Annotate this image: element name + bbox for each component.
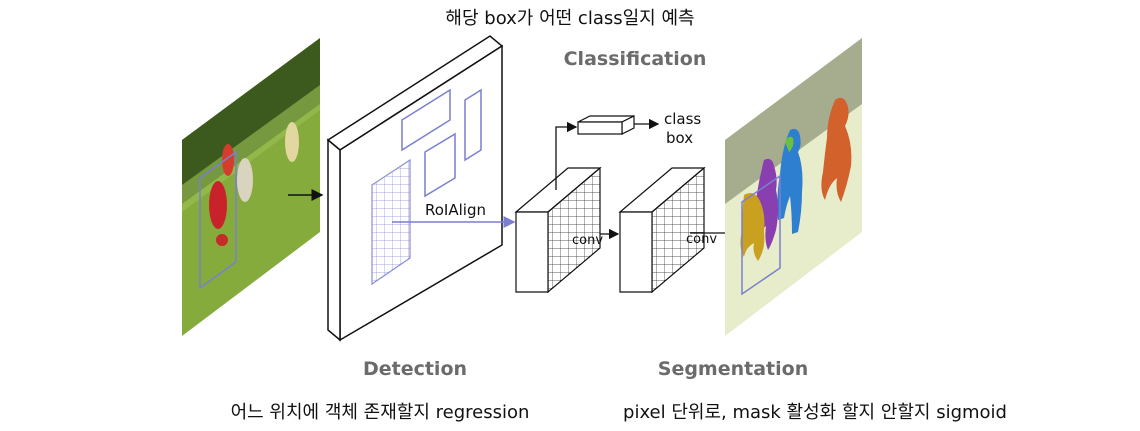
classification-title: Classification <box>563 48 707 70</box>
conv-label-1: conv <box>572 233 603 248</box>
class-label: class <box>664 110 701 128</box>
branch-to-head <box>555 121 578 190</box>
detection-feature-map <box>326 35 504 342</box>
proposal-box <box>401 88 451 152</box>
segmentation-title: Segmentation <box>657 358 809 380</box>
roialign-label: RoIAlign <box>425 201 486 219</box>
proposal-box <box>464 88 482 162</box>
detection-description: 어느 위치에 객체 존재할지 regression <box>230 402 530 423</box>
segmentation-description: pixel 단위로, mask 활성화 할지 안할지 sigmoid <box>623 402 1007 423</box>
conv-label-2: conv <box>686 232 717 247</box>
box-label: box <box>666 129 693 147</box>
detection-title: Detection <box>362 358 468 380</box>
top-caption: 해당 box가 어떤 class일지 예측 <box>445 8 695 29</box>
roi-grid <box>371 158 411 286</box>
segmentation-output <box>725 38 862 336</box>
fc-head-box <box>577 115 635 135</box>
proposal-box <box>424 132 456 198</box>
roi-feature-cube <box>514 166 602 294</box>
mask-feature-cube <box>618 166 706 294</box>
input-photo <box>182 38 320 336</box>
